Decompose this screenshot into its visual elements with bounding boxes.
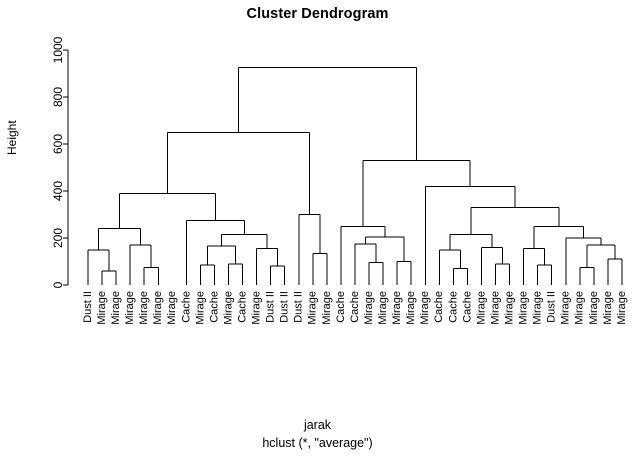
leaf-label: Mirage: [532, 291, 544, 325]
leaf-label: Mirage: [307, 291, 319, 325]
leaf-label: Mirage: [518, 291, 530, 325]
leaf-label: Cache: [335, 291, 347, 323]
y-axis-tick-label: 400: [51, 181, 65, 201]
y-axis-tick-label: 0: [51, 281, 65, 288]
leaf-label: Cache: [461, 291, 473, 323]
leaf-label: Mirage: [560, 291, 572, 325]
leaf-label: Cache: [349, 291, 361, 323]
y-axis-tick-label: 600: [51, 134, 65, 154]
leaf-label: Mirage: [616, 291, 628, 325]
leaf-label: Dust II: [279, 291, 291, 323]
y-axis-tick-label: 800: [51, 87, 65, 107]
leaf-label: Mirage: [602, 291, 614, 325]
leaf-label: Cache: [180, 291, 192, 323]
y-axis-tick-label: 200: [51, 228, 65, 248]
leaf-label: Mirage: [574, 291, 586, 325]
leaf-label: Mirage: [405, 291, 417, 325]
dendrogram-tree: [87, 67, 623, 285]
leaf-label: Dust II: [293, 291, 305, 323]
leaf-label: Mirage: [166, 291, 178, 325]
leaf-label: Dust II: [82, 291, 94, 323]
caption-distance: jarak: [303, 418, 332, 432]
leaf-label: Mirage: [377, 291, 389, 325]
leaf-label: Dust II: [546, 291, 558, 323]
leaf-label: Cache: [208, 291, 220, 323]
leaf-label: Mirage: [152, 291, 164, 325]
leaf-label: Mirage: [419, 291, 431, 325]
leaf-label: Mirage: [251, 291, 263, 325]
leaf-label: Cache: [447, 291, 459, 323]
leaf-label: Mirage: [503, 291, 515, 325]
leaf-label: Mirage: [588, 291, 600, 325]
leaf-label: Cache: [236, 291, 248, 323]
leaf-label: Mirage: [194, 291, 206, 325]
leaf-label: Mirage: [391, 291, 403, 325]
leaf-label: Cache: [433, 291, 445, 323]
leaf-label: Mirage: [489, 291, 501, 325]
leaf-label: Mirage: [124, 291, 136, 325]
caption-method: hclust (*, "average"): [262, 436, 373, 450]
leaf-label: Mirage: [222, 291, 234, 325]
page-title: Cluster Dendrogram: [246, 6, 389, 22]
leaf-label: Mirage: [363, 291, 375, 325]
y-axis-tick-label: 1000: [51, 36, 65, 63]
leaf-label: Mirage: [110, 291, 122, 325]
y-axis: 0 200 400 600 800 1000: [51, 36, 69, 288]
leaf-label: Mirage: [96, 291, 108, 325]
leaf-label: Mirage: [321, 291, 333, 325]
leaf-label: Mirage: [475, 291, 487, 325]
leaf-label: Mirage: [138, 291, 150, 325]
leaf-label: Dust II: [265, 291, 277, 323]
